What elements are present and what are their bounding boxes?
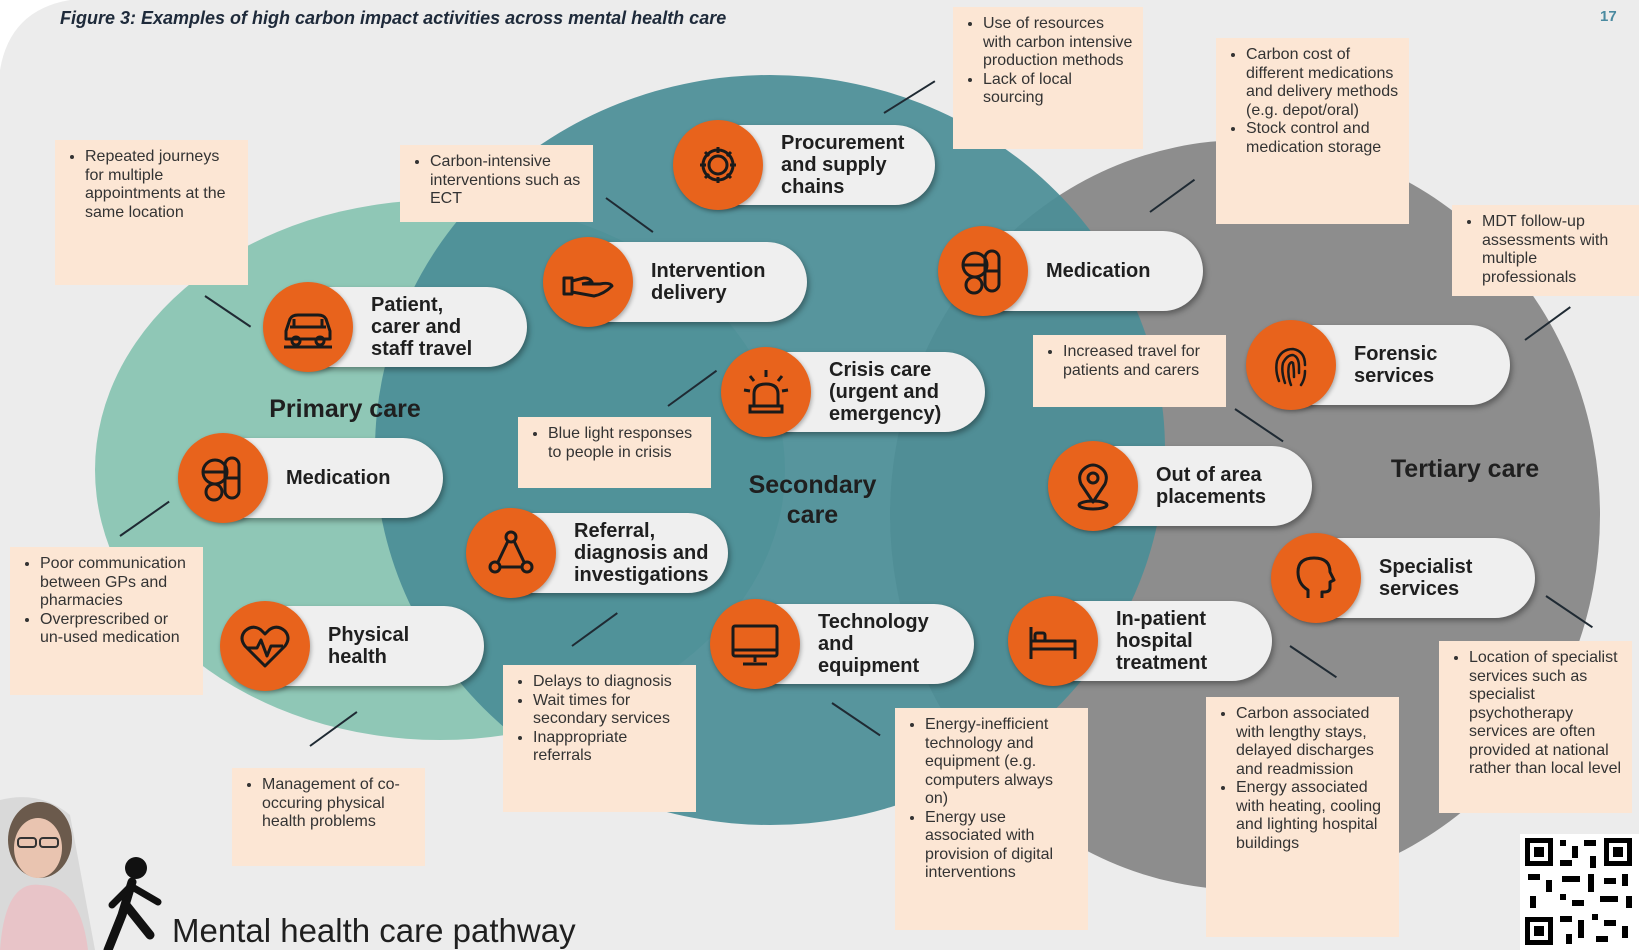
activity-label: Physical health — [328, 624, 410, 668]
note-item: MDT follow-up assessments with multiple … — [1482, 213, 1631, 287]
note-item: Lack of local sourcing — [983, 71, 1135, 108]
note-item: Energy use associated with provision of … — [925, 809, 1080, 883]
note-forensic: MDT follow-up assessments with multiple … — [1452, 205, 1639, 296]
siren-icon — [721, 347, 811, 437]
activity-label: Forensic services — [1354, 343, 1438, 387]
note-item: Stock control and medication storage — [1246, 120, 1401, 157]
activity-intervention: Intervention delivery — [543, 237, 807, 327]
note-crisis: Blue light responses to people in crisis — [518, 417, 711, 488]
activity-label: Specialist services — [1379, 556, 1473, 600]
note-intervention: Carbon-intensive interventions such as E… — [400, 145, 593, 222]
bed-icon — [1008, 596, 1098, 686]
activity-label: Crisis care (urgent and emergency) — [829, 359, 942, 425]
note-inpatient: Carbon associated with lengthy stays, de… — [1206, 697, 1399, 937]
activity-referral: Referral, diagnosis and investigations — [466, 508, 728, 598]
note-item: Management of co-occuring physical healt… — [262, 776, 417, 832]
note-item: Energy-inefficient technology and equipm… — [925, 716, 1080, 809]
activity-patient-travel: Patient, carer and staff travel — [263, 282, 527, 372]
corner-decoration — [0, 0, 70, 70]
note-out-of-area: Increased travel for patients and carers — [1033, 335, 1226, 407]
note-specialist: Location of specialist services such as … — [1439, 641, 1632, 813]
activity-label: Technology and equipment — [818, 611, 929, 677]
note-referral: Delays to diagnosisWait times for second… — [503, 665, 696, 812]
activity-label: Referral, diagnosis and investigations — [574, 520, 709, 586]
activity-label: In-patient hospital treatment — [1116, 608, 1208, 674]
activity-out-of-area: Out of area placements — [1048, 441, 1312, 531]
activity-crisis: Crisis care (urgent and emergency) — [721, 347, 985, 437]
activity-medication-primary: Medication — [178, 433, 443, 523]
note-item: Inappropriate referrals — [533, 729, 688, 766]
activity-specialist: Specialist services — [1271, 533, 1535, 623]
head-icon — [1271, 533, 1361, 623]
activity-label: Intervention delivery — [651, 260, 766, 304]
walking-person-icon — [103, 857, 162, 950]
page-number: 17 — [1600, 8, 1617, 25]
activity-label: Patient, carer and staff travel — [371, 294, 473, 360]
note-procurement: Use of resources with carbon intensive p… — [953, 7, 1143, 149]
activity-inpatient: In-patient hospital treatment — [1008, 596, 1272, 686]
activity-label: Procurement and supply chains — [781, 132, 905, 198]
note-item: Carbon cost of different medications and… — [1246, 46, 1401, 120]
note-medication-primary: Poor communication between GPs and pharm… — [10, 547, 203, 695]
hand-icon — [543, 237, 633, 327]
activity-physical-health: Physical health — [220, 601, 484, 691]
figure-title: Figure 3: Examples of high carbon impact… — [60, 8, 727, 28]
activity-technology: Technology and equipment — [710, 599, 974, 689]
heart-icon — [220, 601, 310, 691]
network-icon — [466, 508, 556, 598]
pills-icon — [178, 433, 268, 523]
fingerprint-icon — [1246, 320, 1336, 410]
activity-medication-tertiary: Medication — [938, 226, 1203, 316]
note-item: Carbon-intensive interventions such as E… — [430, 153, 585, 209]
note-item: Blue light responses to people in crisis — [548, 425, 703, 462]
note-item: Wait times for secondary services — [533, 692, 688, 729]
zone-label-tertiary-care: Tertiary care — [1390, 455, 1540, 483]
activity-label: Out of area placements — [1156, 464, 1267, 508]
pathway-label: Mental health care pathway — [172, 912, 576, 949]
note-item: Carbon associated with lengthy stays, de… — [1236, 705, 1391, 779]
note-medication-tertiary: Carbon cost of different medications and… — [1216, 38, 1409, 224]
zone-label-secondary-care: Secondary care — [748, 471, 877, 529]
note-item: Increased travel for patients and carers — [1063, 343, 1218, 380]
activity-forensic: Forensic services — [1246, 320, 1510, 410]
note-item: Overprescribed or un-used medication — [40, 611, 195, 648]
map-pin-icon — [1048, 441, 1138, 531]
monitor-icon — [710, 599, 800, 689]
activity-label: Medication — [286, 467, 391, 489]
qr-code — [1520, 834, 1639, 950]
note-item: Use of resources with carbon intensive p… — [983, 15, 1135, 71]
note-item: Delays to diagnosis — [533, 673, 688, 692]
pills-icon — [938, 226, 1028, 316]
gear-icon — [673, 120, 763, 210]
avatar — [0, 802, 88, 950]
note-item: Repeated journeys for multiple appointme… — [85, 148, 240, 222]
note-technology: Energy-inefficient technology and equipm… — [895, 708, 1088, 930]
note-patient-travel: Repeated journeys for multiple appointme… — [55, 140, 248, 285]
zone-label-primary-care: Primary care — [269, 395, 421, 423]
note-physical-health: Management of co-occuring physical healt… — [232, 768, 425, 866]
note-item: Energy associated with heating, cooling … — [1236, 779, 1391, 853]
car-icon — [263, 282, 353, 372]
activity-label: Medication — [1046, 260, 1151, 282]
note-item: Poor communication between GPs and pharm… — [40, 555, 195, 611]
note-item: Location of specialist services such as … — [1469, 649, 1624, 779]
activity-procurement: Procurement and supply chains — [673, 120, 935, 210]
